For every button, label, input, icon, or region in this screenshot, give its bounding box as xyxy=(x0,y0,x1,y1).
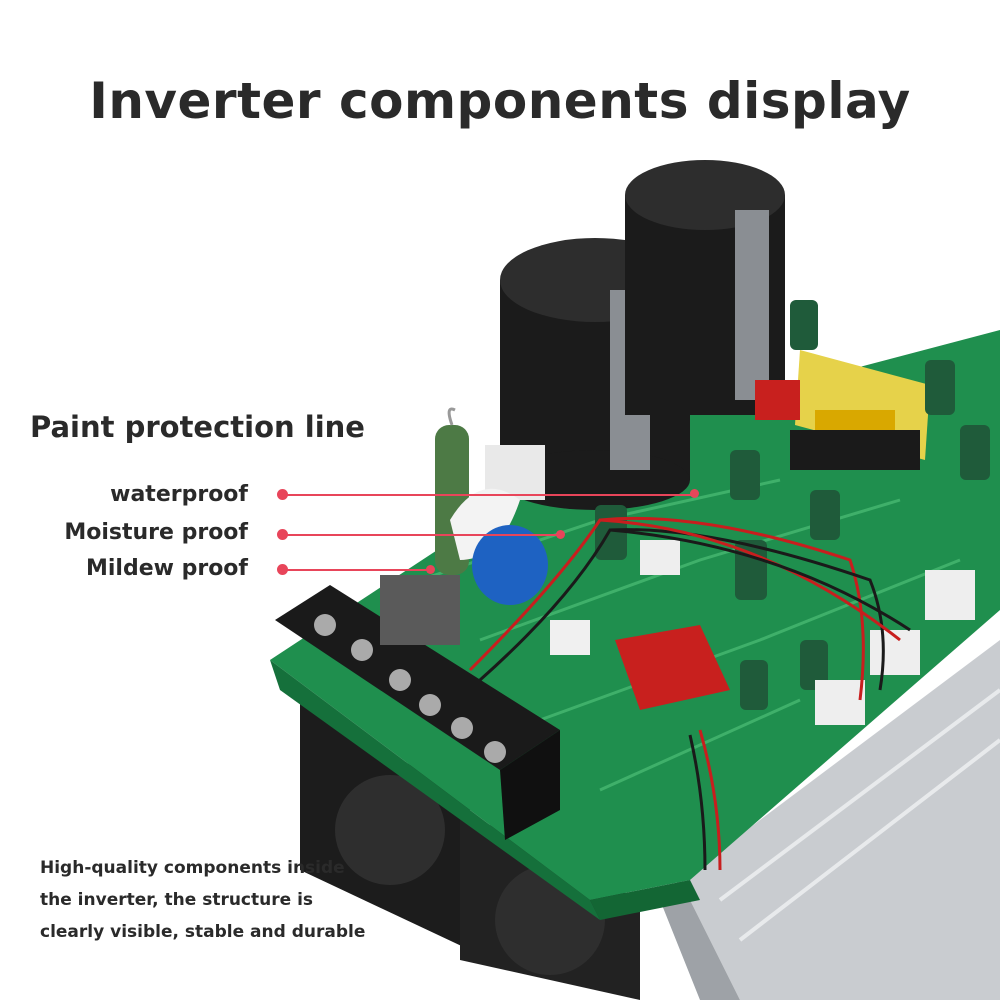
description-line: the inverter, the structure is xyxy=(40,890,314,910)
heatsink xyxy=(660,640,1000,1000)
bullet-dot-icon xyxy=(277,529,288,540)
description: High-quality components inside the inver… xyxy=(40,852,420,948)
description-line: High-quality components inside xyxy=(40,858,345,878)
feature-waterproof: waterproof xyxy=(110,482,248,507)
terminal-block xyxy=(275,575,560,840)
transformer xyxy=(790,350,930,470)
feature-mildew-proof: Mildew proof xyxy=(85,556,248,581)
connectors xyxy=(550,540,975,725)
page-title: Inverter components display xyxy=(89,72,911,130)
callout-end-dot-icon xyxy=(556,530,565,539)
power-resistor xyxy=(435,407,548,605)
bullet-dot-icon xyxy=(277,489,288,500)
callout-end-dot-icon xyxy=(426,565,435,574)
bullet-dot-icon xyxy=(277,564,288,575)
callout-end-dot-icon xyxy=(690,489,699,498)
film-capacitor xyxy=(615,380,800,710)
section-heading: Paint protection line xyxy=(30,410,365,444)
wires xyxy=(468,516,911,871)
cooling-fans xyxy=(300,700,640,1000)
feature-moisture-proof: Moisture proof xyxy=(64,520,248,545)
description-line: clearly visible, stable and durable xyxy=(40,922,366,942)
